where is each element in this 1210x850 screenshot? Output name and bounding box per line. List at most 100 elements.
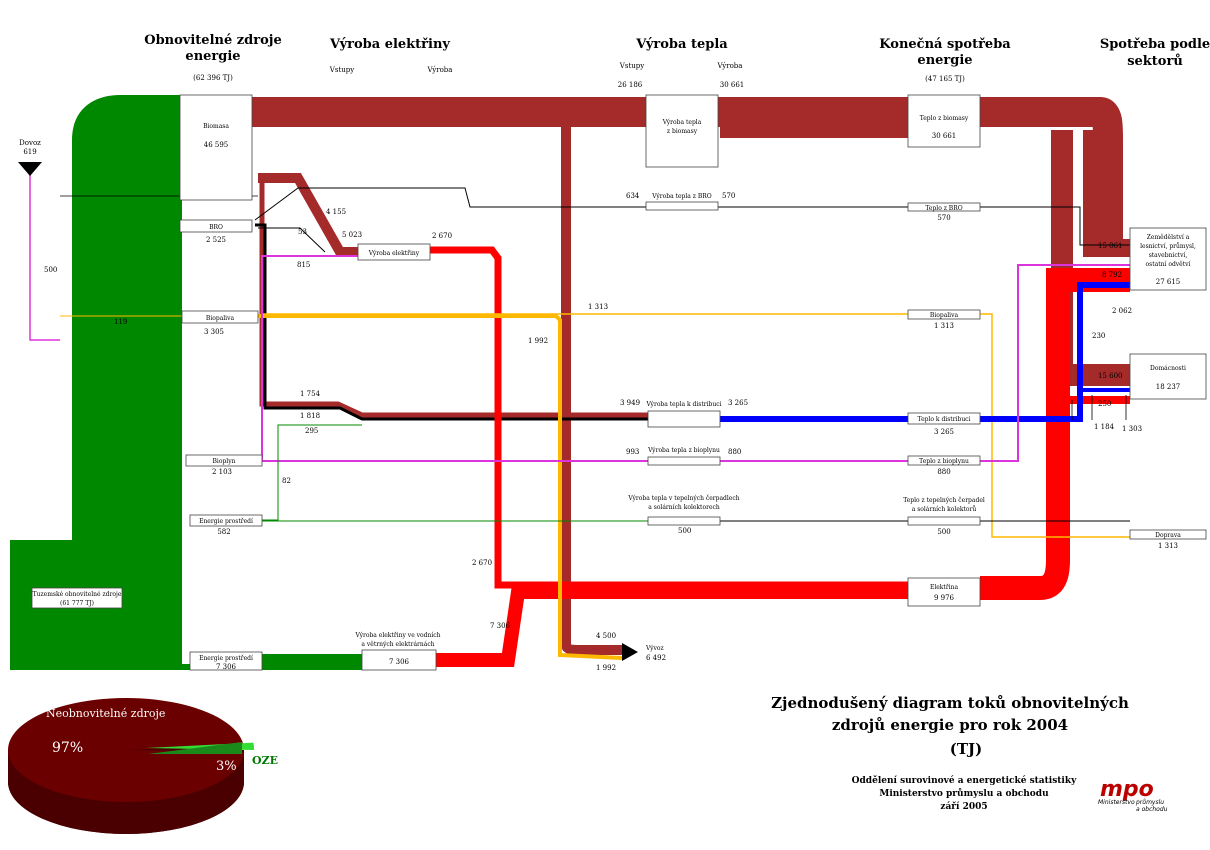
diagram-title-line1: Zjednodušený diagram toků obnovitelných <box>771 694 1129 712</box>
flow-biomass-to-electricity <box>258 173 360 257</box>
heat-biomass-box <box>645 94 719 168</box>
electricity-production-box <box>357 243 431 261</box>
flow-label-1184: 1 184 <box>1094 423 1115 431</box>
final-biogas-box <box>907 455 981 466</box>
flow-label-880: 880 <box>728 448 741 456</box>
header-renewables-total: (62 396 TJ) <box>193 74 233 82</box>
flow-biofuel-main <box>258 314 623 660</box>
final-district-value: 3 265 <box>934 428 954 436</box>
flow-label-500: 500 <box>44 266 57 274</box>
water-wind-box <box>361 649 437 671</box>
flow-label-2062: 2 062 <box>1112 307 1132 315</box>
export-arrow-icon <box>622 643 638 661</box>
final-heatpumps-label-2: a solárních kolektorů <box>912 506 977 513</box>
flow-label-119: 119 <box>114 318 127 326</box>
pie-slice-renewable-edge <box>148 742 242 754</box>
flow-households-arrows <box>1071 395 1127 420</box>
final-heatpumps-label: Teplo z tepelných čerpadel <box>903 497 985 504</box>
heat-biogas-box <box>647 456 721 466</box>
flow-bro-to-district <box>255 223 648 421</box>
flow-biomass-main <box>252 97 1123 240</box>
pie-renewable-pct: 3% <box>216 759 237 774</box>
bro-value: 2 525 <box>206 236 226 244</box>
biogas-value: 2 103 <box>212 468 232 476</box>
sector-transport-box <box>1129 529 1207 540</box>
flow-district-heat-to-sectors <box>980 282 1130 422</box>
env-energy-2-value: 7 306 <box>216 663 237 671</box>
flow-label-3949: 3 949 <box>620 399 640 407</box>
flow-label-295: 295 <box>305 427 318 435</box>
domestic-renewables-label: Tuzemské obnovitelné zdroje <box>33 591 122 598</box>
export-value: 6 492 <box>646 654 666 662</box>
heat-biomass-label: Výroba tepla <box>662 119 702 126</box>
biomass-value: 46 595 <box>204 141 229 149</box>
diagram-title-line2: zdrojů energie pro rok 2004 <box>832 716 1068 734</box>
flow-label-82: 82 <box>282 477 291 485</box>
header-heat-inputs-value: 26 186 <box>618 81 643 89</box>
sector-industry-label: Zemědělství a <box>1147 234 1190 241</box>
heat-district-label: Výroba tepla k distribuci <box>645 401 721 408</box>
header-sector-consumption: Spotřeba podle <box>1100 37 1210 52</box>
header-heat-output-value: 30 661 <box>720 81 745 89</box>
flow-label-1992b: 1 992 <box>596 664 616 672</box>
flow-domestic-renewables <box>10 95 365 670</box>
final-heatpumps-box <box>907 516 981 526</box>
header-heat-inputs: Vstupy <box>619 62 644 70</box>
flow-label-1313: 1 313 <box>588 303 608 311</box>
flow-label-5023: 5 023 <box>342 231 362 239</box>
flow-label-15061: 15 061 <box>1098 242 1123 250</box>
water-wind-label-2: a větrných elektrárnách <box>361 641 434 648</box>
flow-electricity-water-wind <box>436 585 908 667</box>
flow-label-1754: 1 754 <box>300 390 321 398</box>
header-renewables: Obnovitelné zdroje <box>144 33 281 48</box>
final-heatpumps-value: 500 <box>937 528 950 536</box>
flow-electricity-to-sectors <box>980 268 1130 600</box>
heat-from-biomass-value: 30 661 <box>932 132 957 140</box>
sector-households-box <box>1129 353 1207 400</box>
import-label: Dovoz <box>19 139 41 147</box>
env-energy-box <box>189 514 263 527</box>
flow-label-2670b: 2 670 <box>472 559 492 567</box>
flow-heat-bro-to-sector <box>980 206 1130 246</box>
electricity-production-label: Výroba elektřiny <box>368 250 420 257</box>
flow-biogas-to-sectors <box>980 264 1130 462</box>
flow-label-1818: 1 818 <box>300 412 320 420</box>
flow-label-500b: 500 <box>678 527 691 535</box>
biomass-box <box>179 94 253 201</box>
final-district-label: Teplo k distribuci <box>918 416 971 423</box>
heat-bro-label: Výroba tepla z BRO <box>651 193 711 200</box>
final-district-box <box>907 412 981 425</box>
org-line2: Ministerstvo průmyslu a obchodu <box>879 788 1049 799</box>
flow-label-53: 53 <box>298 228 307 236</box>
flow-label-250: 250 <box>1098 400 1111 408</box>
flow-label-4155: 4 155 <box>326 208 346 216</box>
sector-households-value: 18 237 <box>1156 383 1181 391</box>
flow-label-570: 570 <box>722 192 735 200</box>
sector-industry-box <box>1129 227 1207 291</box>
heat-pumps-label-2: a solárních kolektorech <box>648 504 720 511</box>
final-biofuel-box <box>907 309 981 320</box>
mpo-logo: mpo Ministerstvo průmyslu a obchodu <box>1098 777 1168 813</box>
flow-label-3265: 3 265 <box>728 399 748 407</box>
domestic-renewables-value: (61 777 TJ) <box>60 600 94 607</box>
flow-bro-to-electricity <box>258 227 326 253</box>
mpo-logo-text2: průmyslu <box>1135 799 1164 806</box>
water-wind-value: 7 306 <box>389 658 410 666</box>
biofuel-value: 3 305 <box>204 328 224 336</box>
header-heat-production: Výroba tepla <box>635 37 728 52</box>
pie-renewable-label: OZE <box>252 754 278 767</box>
biofuel-label: Biopaliva <box>206 315 235 322</box>
env-energy-2-box <box>189 651 263 671</box>
flow-biomass-export <box>561 125 622 655</box>
sector-industry-label-3: stavebnictví, <box>1149 252 1188 259</box>
flow-label-8792: 8 792 <box>1102 271 1122 279</box>
sector-households-label: Domácnosti <box>1150 365 1186 372</box>
pie-slice-nonrenewable <box>8 697 244 802</box>
flow-label-2670a: 2 670 <box>432 232 452 240</box>
final-electricity-box <box>907 577 981 607</box>
water-wind-label: Výroba elektřiny ve vodních <box>355 632 441 639</box>
heat-from-bro-label: Teplo z BRO <box>925 205 962 212</box>
final-biofuel-value: 1 313 <box>934 322 954 330</box>
flow-label-1992: 1 992 <box>528 337 548 345</box>
header-electricity-inputs: Vstupy <box>329 66 354 74</box>
